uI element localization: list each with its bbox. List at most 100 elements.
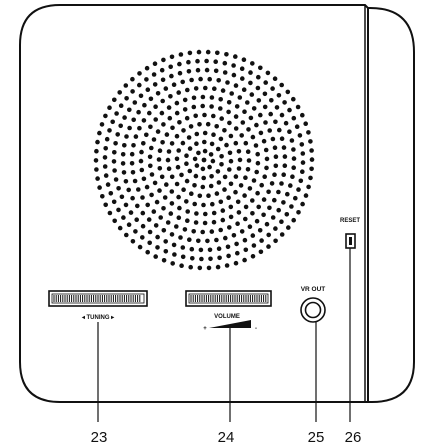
grille-hole (227, 120, 232, 126)
grille-hole (231, 233, 237, 238)
grille-hole (130, 195, 135, 201)
grille-hole (202, 112, 207, 118)
grille-hole (153, 117, 158, 122)
grille-hole (277, 127, 282, 133)
grille-hole (254, 122, 259, 128)
tuning-wheel-ridges (53, 295, 141, 302)
grille-hole (291, 96, 296, 102)
callout-number-24: 24 (218, 429, 235, 445)
grille-hole (170, 261, 175, 266)
volume-wheel[interactable] (185, 290, 272, 307)
grille-hole (240, 120, 246, 125)
grille-hole (272, 197, 277, 203)
grille-hole (262, 104, 268, 110)
grille-hole (250, 253, 256, 259)
grille-hole (186, 135, 192, 140)
grille-hole (218, 97, 223, 102)
grille-hole (279, 232, 285, 237)
grille-hole (295, 104, 301, 110)
grille-hole (156, 157, 162, 162)
grille-hole (204, 67, 210, 73)
grille-hole (136, 109, 141, 115)
grille-hole (258, 130, 264, 136)
grille-hole (247, 224, 253, 229)
grille-hole (222, 187, 227, 192)
tuning-label: ◂ TUNING ▸ (81, 315, 115, 321)
grille-hole (262, 91, 268, 97)
grille-hole (187, 168, 193, 174)
grille-hole (247, 186, 253, 191)
vr-out-label: VR OUT (301, 286, 326, 293)
grille-hole (214, 237, 219, 243)
grille-hole (300, 201, 305, 207)
grille-hole (209, 174, 214, 179)
grille-hole (189, 246, 195, 252)
grille-hole (123, 202, 129, 208)
grille-hole (289, 138, 295, 143)
grille-hole (176, 215, 182, 220)
grille-hole (188, 124, 194, 129)
grille-hole (187, 50, 193, 56)
grille-hole (147, 110, 152, 116)
vr-out-jack-outer[interactable] (300, 297, 326, 323)
grille-hole (201, 202, 206, 208)
grille-hole (192, 156, 198, 162)
grille-hole (171, 82, 177, 87)
grille-hole (182, 97, 188, 103)
grille-hole (284, 212, 290, 217)
grille-hole (153, 223, 159, 228)
grille-hole (148, 124, 153, 130)
grille-hole (209, 95, 215, 100)
reset-button-inner (349, 237, 352, 245)
grille-hole (226, 253, 231, 259)
grille-hole (157, 188, 162, 193)
grille-hole (291, 115, 297, 121)
grille-hole (124, 134, 129, 139)
grille-hole (256, 98, 262, 103)
grille-hole (117, 225, 123, 231)
grille-hole (190, 255, 195, 261)
grille-hole (166, 166, 172, 171)
grille-hole (102, 164, 108, 169)
grille-hole (200, 166, 206, 172)
grille-hole (107, 210, 113, 216)
grille-hole (276, 189, 281, 195)
grille-hole (161, 228, 167, 233)
grille-hole (300, 151, 306, 156)
grille-hole (282, 163, 288, 168)
grille-hole (243, 247, 249, 253)
grille-hole (238, 183, 244, 188)
grille-hole (209, 141, 215, 147)
grille-hole (192, 183, 197, 188)
grille-hole (169, 189, 175, 194)
grille-hole (191, 95, 197, 101)
grille-hole (228, 181, 234, 187)
grille-hole (202, 130, 208, 136)
grille-hole (269, 98, 274, 103)
grille-hole (187, 237, 192, 242)
grille-hole (240, 76, 245, 81)
grille-hole (191, 104, 197, 110)
grille-hole (202, 139, 207, 145)
grille-hole (282, 100, 287, 105)
grille-hole (234, 104, 240, 109)
grille-hole (127, 107, 132, 113)
grille-hole (112, 97, 117, 103)
grille-hole (267, 205, 272, 211)
grille-hole (218, 106, 223, 111)
grille-hole (161, 206, 166, 211)
grille-hole (147, 154, 153, 160)
grille-hole (138, 93, 144, 99)
grille-hole (241, 87, 247, 92)
grille-hole (169, 141, 175, 146)
grille-hole (184, 161, 189, 166)
tuning-wheel[interactable] (48, 290, 148, 307)
grille-hole (149, 145, 154, 151)
grille-hole (201, 157, 207, 163)
grille-hole (206, 193, 211, 198)
grille-hole (111, 159, 117, 164)
grille-hole (137, 244, 143, 250)
grille-hole (237, 157, 243, 163)
grille-hole (287, 129, 292, 134)
grille-hole (182, 107, 188, 112)
